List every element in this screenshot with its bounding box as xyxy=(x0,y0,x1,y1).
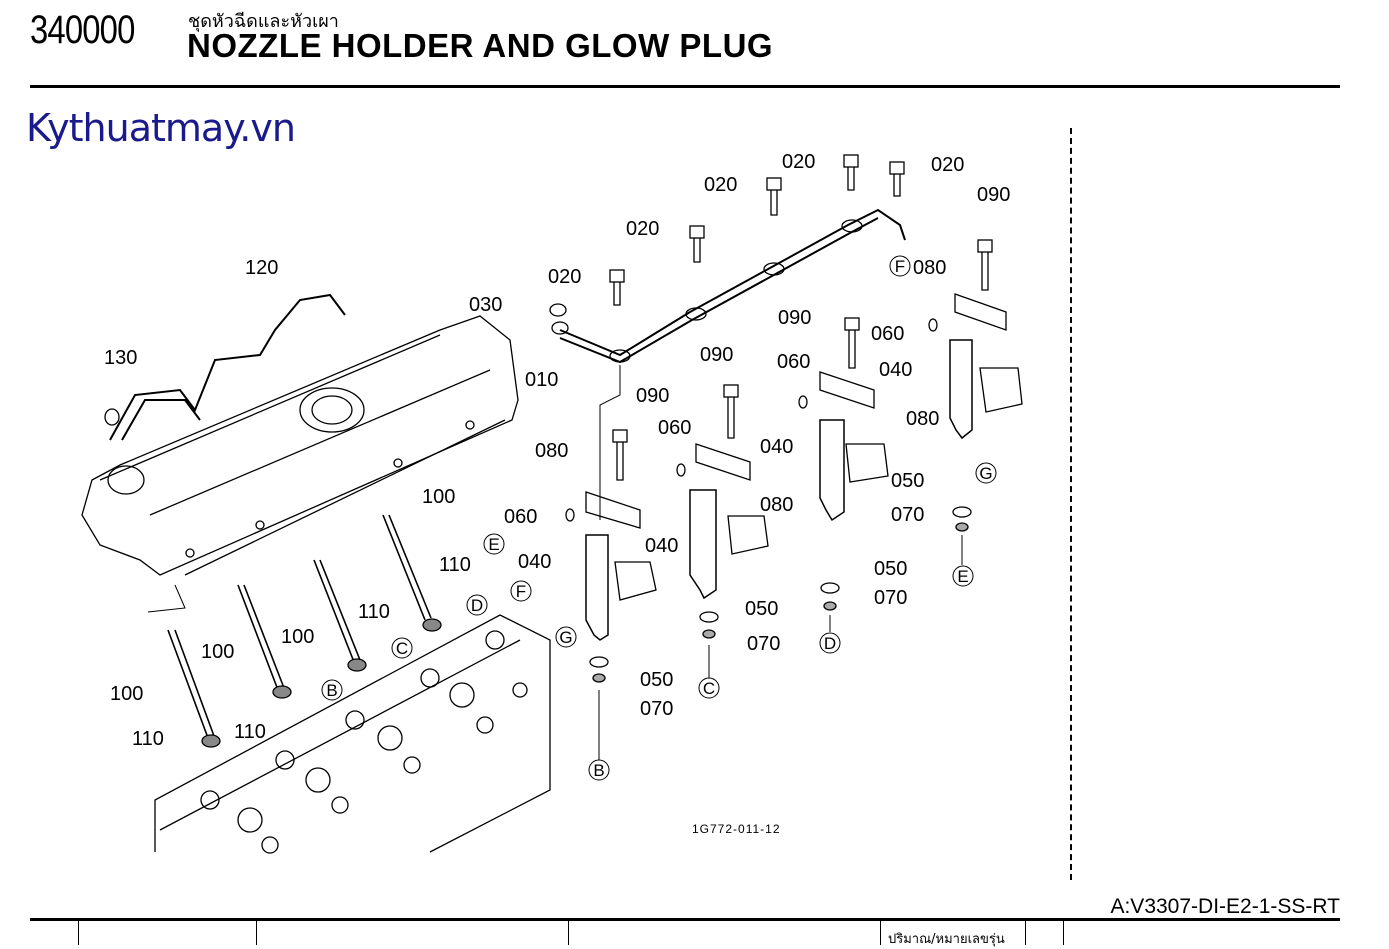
callout-090-a: 090 xyxy=(636,385,669,407)
connector-letters: B B C C D D E E F F G G xyxy=(321,255,997,781)
callout-040-b: 040 xyxy=(645,535,678,557)
letter-c2: C xyxy=(703,679,715,698)
letter-d: D xyxy=(471,596,483,615)
letter-g: G xyxy=(559,628,572,647)
callout-070-d: 070 xyxy=(891,504,924,526)
callout-100-a: 100 xyxy=(110,683,143,705)
letter-e: E xyxy=(488,535,499,554)
callout-020-a: 020 xyxy=(548,266,581,288)
model-code: A:V3307-DI-E2-1-SS-RT xyxy=(1110,895,1340,918)
callout-110-a: 110 xyxy=(132,728,164,750)
callout-020-e: 020 xyxy=(931,154,964,176)
callout-110-c: 110 xyxy=(358,601,390,623)
table-divider xyxy=(78,921,79,945)
callout-060-d: 060 xyxy=(871,323,904,345)
letter-d2: D xyxy=(824,634,836,653)
callout-090-b: 090 xyxy=(700,344,733,366)
callout-070-b: 070 xyxy=(747,633,780,655)
callout-040-d: 040 xyxy=(879,359,912,381)
callout-080-a: 080 xyxy=(535,440,568,462)
table-divider xyxy=(880,921,881,945)
callout-090-d: 090 xyxy=(977,184,1010,206)
letter-f2: F xyxy=(895,257,905,276)
table-divider xyxy=(568,921,569,945)
callout-100-c: 100 xyxy=(281,626,314,648)
callout-110-d: 110 xyxy=(439,554,471,576)
section-code: 340000 xyxy=(30,8,135,52)
callout-numbers: 010 020 020 020 020 020 030 040 040 040 … xyxy=(104,151,1010,750)
letter-b2: B xyxy=(593,761,604,780)
callout-050-d: 050 xyxy=(891,470,924,492)
callout-050-b: 050 xyxy=(745,598,778,620)
callout-100-d: 100 xyxy=(422,486,455,508)
callout-050-c: 050 xyxy=(874,558,907,580)
table-divider xyxy=(1025,921,1026,945)
callout-050-a: 050 xyxy=(640,669,673,691)
callout-120: 120 xyxy=(245,257,278,279)
header-rule xyxy=(30,85,1340,88)
callout-060-b: 060 xyxy=(658,417,691,439)
callout-060-a: 060 xyxy=(504,506,537,528)
cylinder-head xyxy=(154,614,551,854)
callout-030: 030 xyxy=(469,294,502,316)
callout-020-b: 020 xyxy=(626,218,659,240)
callout-080-d: 080 xyxy=(913,257,946,279)
watermark: Kythuatmay.vn xyxy=(26,106,296,150)
table-divider xyxy=(256,921,257,945)
callout-100-b: 100 xyxy=(201,641,234,663)
callout-010: 010 xyxy=(525,369,558,391)
letter-f: F xyxy=(516,582,526,601)
callout-080-c: 080 xyxy=(906,408,939,430)
diagram-reference: 1G772-011-12 xyxy=(692,822,781,836)
column-header-quantity: ปริมาณ/หมายเลขรุ่น xyxy=(888,932,1005,947)
table-divider xyxy=(1063,921,1064,945)
title-english: NOZZLE HOLDER AND GLOW PLUG xyxy=(187,27,774,64)
letter-b: B xyxy=(326,681,337,700)
letter-e2: E xyxy=(957,567,968,586)
head-cover xyxy=(81,315,519,576)
callout-040-a: 040 xyxy=(518,551,551,573)
callout-020-d: 020 xyxy=(782,151,815,173)
callout-070-c: 070 xyxy=(874,587,907,609)
title-thai: ชุดหัวฉีดและหัวเผา xyxy=(188,11,339,32)
callout-080-b: 080 xyxy=(760,494,793,516)
letter-g2: G xyxy=(979,464,992,483)
callout-070-a: 070 xyxy=(640,698,673,720)
callout-090-c: 090 xyxy=(778,307,811,329)
callout-130: 130 xyxy=(104,347,137,369)
callout-060-c: 060 xyxy=(777,351,810,373)
divider-dashed xyxy=(1070,128,1072,880)
letter-c: C xyxy=(396,639,408,658)
callout-020-c: 020 xyxy=(704,174,737,196)
footer-rule xyxy=(30,918,1340,921)
callout-110-b: 110 xyxy=(234,721,266,743)
callout-040-c: 040 xyxy=(760,436,793,458)
